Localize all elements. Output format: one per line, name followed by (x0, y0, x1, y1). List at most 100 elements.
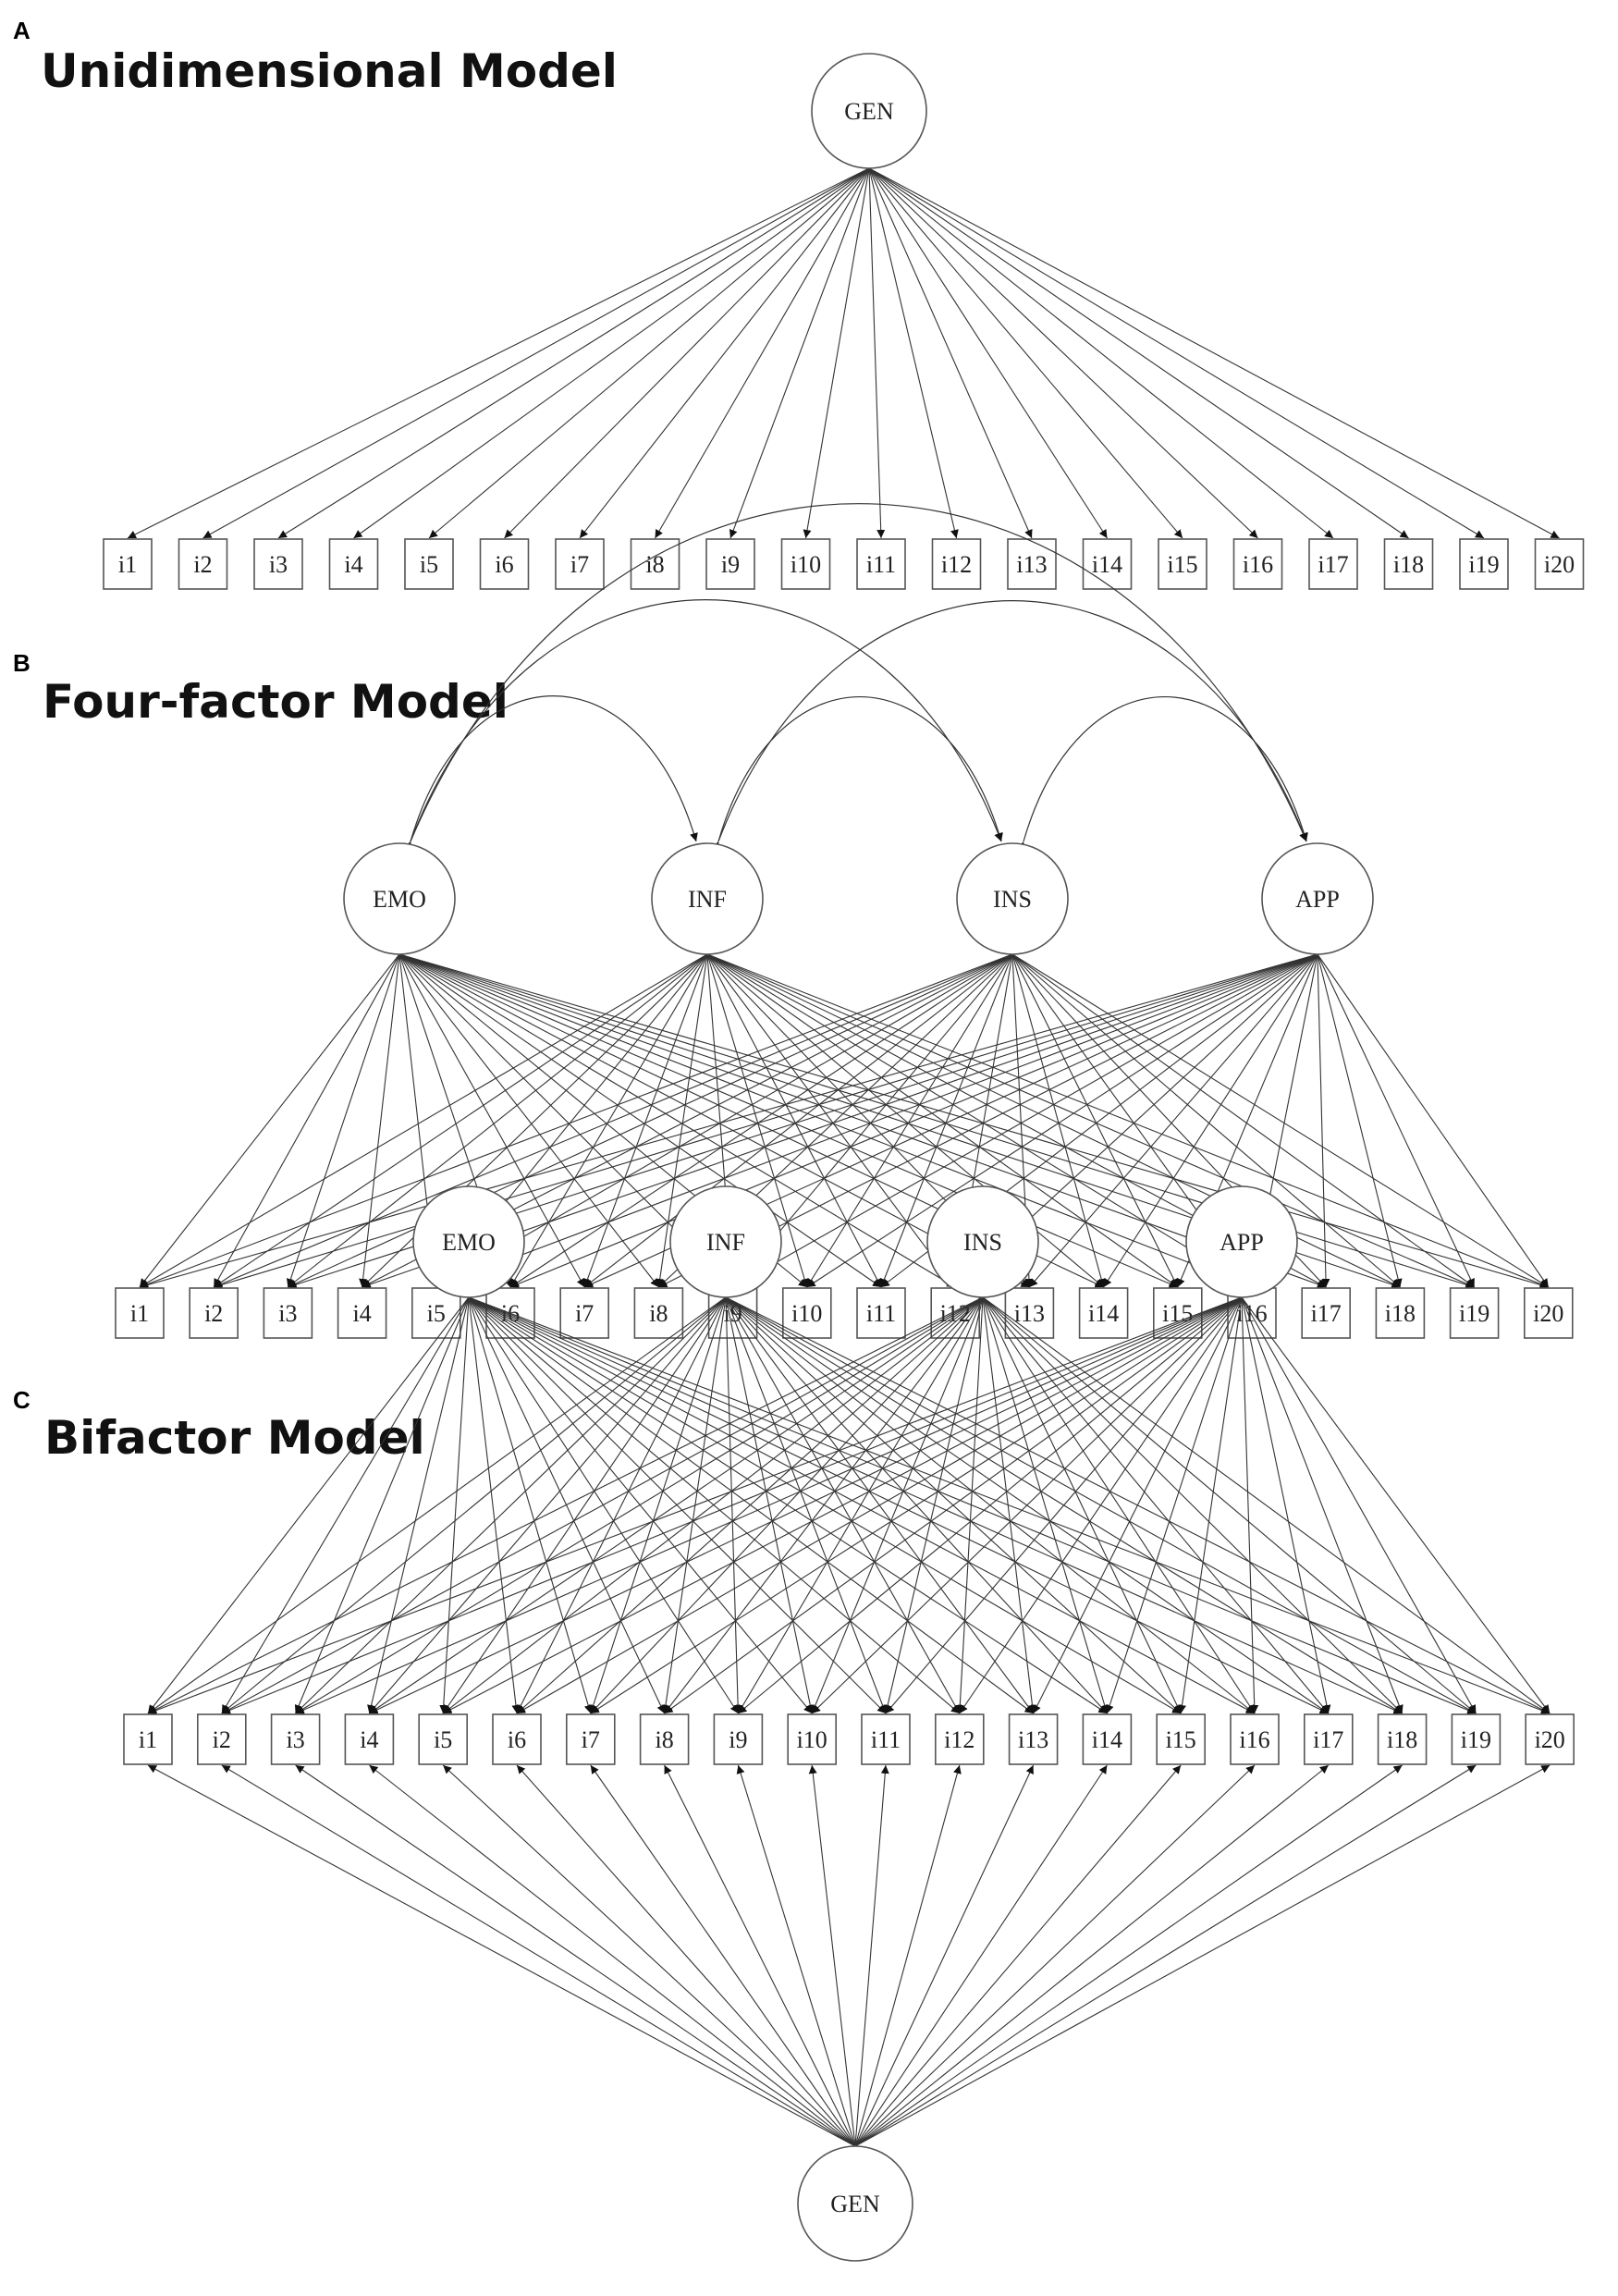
loading-edge (706, 953, 809, 1288)
loading-edge (221, 1296, 984, 1714)
loading-edge (439, 1296, 470, 1714)
panel-title: Bifactor Model (44, 1411, 425, 1465)
loading-edge (854, 1764, 1477, 2147)
loading-edge (1241, 1296, 1551, 1714)
item-box (559, 1287, 610, 1339)
item-node-i5: i5 (404, 538, 454, 590)
item-box (1082, 1713, 1133, 1765)
item-label: i6 (508, 1726, 526, 1753)
loading-edge (295, 1296, 727, 1714)
loading-edge (468, 1296, 593, 1714)
loading-edge (811, 1296, 1243, 1714)
loading-edge (583, 953, 708, 1288)
loading-edge (295, 1296, 1243, 1714)
item-box (178, 538, 228, 590)
loading-edge (516, 1764, 856, 2147)
item-node-i4: i4 (337, 1287, 387, 1339)
loading-edge (1011, 953, 1550, 1288)
item-box (856, 538, 906, 590)
item-label: i18 (1387, 1726, 1417, 1753)
item-node-i19: i19 (1449, 1287, 1500, 1339)
loading-edge (854, 1764, 1403, 2147)
item-node-i7: i7 (559, 1287, 610, 1339)
factor-node-gen: GEN (811, 53, 927, 169)
item-label: i1 (130, 1300, 149, 1327)
item-label: i10 (791, 1300, 822, 1327)
item-box (861, 1713, 911, 1765)
loading-edge (590, 1764, 856, 2147)
loading-edge (398, 953, 956, 1288)
item-box (411, 1287, 461, 1339)
item-box (713, 1713, 764, 1765)
item-box (633, 1287, 684, 1339)
loading-edge (1241, 1296, 1403, 1714)
loading-edge (468, 1296, 1256, 1714)
loading-edge (468, 1296, 1034, 1714)
loading-edge (868, 167, 1033, 539)
item-label: i13 (1016, 551, 1047, 578)
loading-edge (468, 1296, 1182, 1714)
item-box (1449, 1287, 1500, 1339)
loading-edge (468, 1296, 739, 1714)
loading-edge (583, 953, 1013, 1288)
item-node-i13: i13 (1008, 1713, 1059, 1765)
item-box (1383, 538, 1434, 590)
loading-edge (353, 167, 870, 539)
item-node-i8: i8 (639, 1713, 690, 1765)
item-label: i18 (1393, 551, 1424, 578)
item-box (337, 1287, 387, 1339)
loading-edge (442, 1296, 1243, 1714)
factor-circle (343, 842, 456, 955)
loading-edge (369, 1296, 984, 1714)
item-box (934, 1713, 985, 1765)
loading-edge (213, 953, 708, 1288)
item-box (555, 538, 605, 590)
loading-edge (982, 1296, 1182, 1714)
factor-circle (669, 1185, 782, 1298)
covariance-arc (403, 599, 1002, 852)
item-label: i5 (434, 1726, 452, 1753)
item-label: i16 (1239, 1726, 1269, 1753)
item-node-i12: i12 (931, 538, 982, 590)
item-box (1301, 1287, 1351, 1339)
item-label: i19 (1461, 1726, 1491, 1753)
factor-node-app: APP (1261, 842, 1374, 955)
item-box (328, 538, 379, 590)
item-node-i17: i17 (1308, 538, 1358, 590)
item-label: i15 (1166, 1726, 1196, 1753)
loading-edge (868, 167, 959, 539)
loading-edge (868, 167, 1409, 539)
loading-edge (435, 953, 1318, 1289)
loading-edge (468, 1296, 813, 1714)
loading-edge (147, 1296, 1243, 1715)
loading-edge (590, 1296, 1243, 1714)
item-node-i7: i7 (565, 1713, 616, 1765)
loading-edge (295, 1296, 984, 1714)
loading-edge (295, 1764, 856, 2147)
covariance-arc (1017, 696, 1308, 851)
factor-label: INF (688, 886, 727, 913)
item-node-i5: i5 (411, 1287, 461, 1339)
item-label: i3 (286, 1726, 304, 1753)
loading-edge (868, 167, 1334, 539)
loading-edge (868, 167, 1560, 539)
loading-edge (509, 953, 1013, 1288)
loading-edge (706, 953, 1179, 1288)
factor-node-ins: INS (926, 1185, 1039, 1298)
item-node-i2: i2 (189, 1287, 239, 1339)
loading-edge (982, 1296, 1403, 1714)
item-box (189, 1287, 239, 1339)
loading-edge (213, 953, 400, 1288)
loading-edge (883, 1296, 984, 1714)
loading-edge (428, 167, 870, 539)
loading-edge (139, 953, 708, 1288)
item-box (1007, 538, 1057, 590)
item-label: i20 (1544, 551, 1575, 578)
item-box (492, 1713, 542, 1765)
item-label: i13 (1018, 1726, 1048, 1753)
factor-label: INS (963, 1229, 1002, 1256)
item-box (705, 538, 755, 590)
item-node-i1: i1 (115, 1287, 165, 1339)
item-node-i13: i13 (1004, 1287, 1055, 1339)
